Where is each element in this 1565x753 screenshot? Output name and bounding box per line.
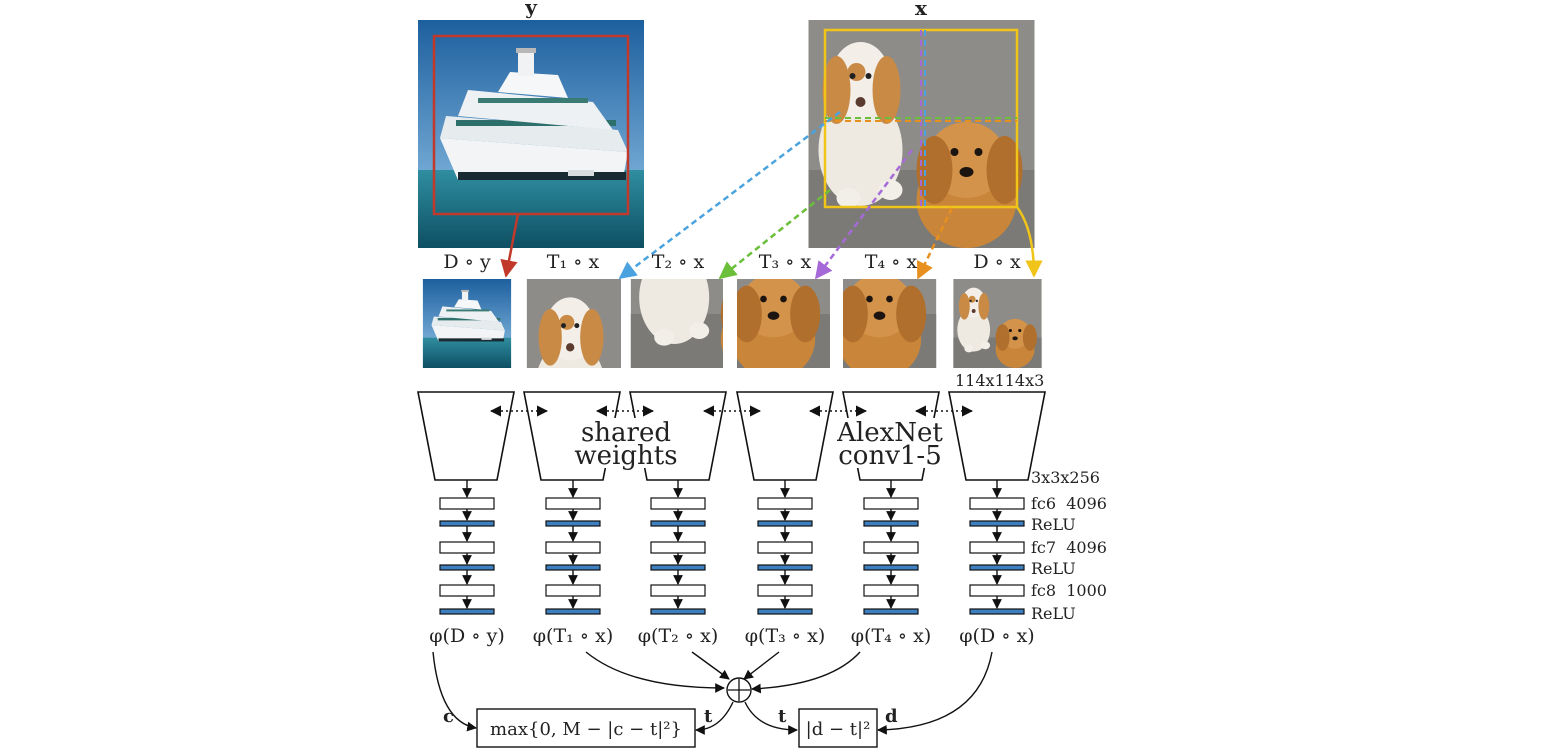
layer-label-relu-1: ReLU [1031, 515, 1076, 534]
layer-label-fc6: fc6 4096 [1031, 494, 1107, 513]
tile-d-x [953, 279, 1042, 368]
feature-label-t4-x: φ(T₄ ∘ x) [851, 625, 932, 647]
input-labels: D ∘ y T₁ ∘ x T₂ ∘ x T₃ ∘ x T₄ ∘ x D ∘ x [443, 251, 1021, 273]
feature-label-d-x: φ(D ∘ x) [959, 625, 1034, 647]
shared-weights-line2: weights [574, 441, 677, 471]
fc-layer-box [863, 497, 919, 510]
conv-blocks [417, 391, 1046, 481]
fc-layer-box [545, 541, 601, 554]
relu-layer-bar [757, 564, 813, 571]
t-label-left: t [704, 706, 713, 727]
loss-arrows [432, 651, 993, 735]
x-image-label: x [915, 0, 928, 20]
sum-node: + [0, 0, 752, 703]
relu-layer-bar [863, 564, 919, 571]
relu-layer-bar [757, 608, 813, 615]
fc-stack-3 [650, 480, 706, 615]
input-label-t4-x: T₄ ∘ x [865, 251, 918, 273]
fc-layer-box [545, 584, 601, 597]
relu-layer-bar [650, 520, 706, 527]
sum-symbol: + [0, 0, 1, 1]
input-size-label: 114x114x3 [955, 371, 1044, 390]
relu-layer-bar [863, 520, 919, 527]
counting-loss-box: |d − t|² [798, 708, 878, 748]
layer-label-relu-3: ReLU [1031, 604, 1076, 623]
relu-layer-bar [650, 608, 706, 615]
relu-layer-bar [545, 564, 601, 571]
feature-label-t3-x: φ(T₃ ∘ x) [745, 625, 826, 647]
input-label-t1-x: T₁ ∘ x [547, 251, 600, 273]
conv-block-4 [736, 391, 834, 481]
alexnet-line2: conv1-5 [838, 441, 942, 471]
layer-label-fc7: fc7 4096 [1031, 538, 1107, 557]
relu-layer-bar [439, 608, 495, 615]
input-label-d-x: D ∘ x [973, 251, 1021, 273]
y-image-label: y [524, 0, 538, 19]
relu-layer-bar [969, 608, 1025, 615]
feature-labels: φ(D ∘ y) φ(T₁ ∘ x) φ(T₂ ∘ x) φ(T₃ ∘ x) φ… [429, 625, 1034, 647]
input-label-d-y: D ∘ y [443, 251, 491, 273]
t-label-right: t [778, 706, 787, 727]
fc-layer-box [969, 497, 1025, 510]
fc-layer-box [439, 497, 495, 510]
fc-layer-box [757, 584, 813, 597]
fc-stacks [439, 480, 1025, 615]
fc-stack-4 [757, 480, 813, 615]
feature-label-t1-x: φ(T₁ ∘ x) [533, 625, 614, 647]
d-label: d [885, 706, 898, 727]
tile-arrows [500, 111, 1043, 280]
conv-block-1 [417, 391, 515, 481]
fc-layer-box [439, 541, 495, 554]
relu-layer-bar [439, 564, 495, 571]
fc-layer-box [757, 497, 813, 510]
alexnet-label-bg [834, 418, 944, 468]
tile-d-y [422, 279, 512, 368]
fc-stack-5 [863, 480, 919, 615]
fc-layer-box [650, 497, 706, 510]
alexnet-line1: AlexNet [836, 418, 943, 448]
relu-layer-bar [969, 520, 1025, 527]
fc-stack-6 [969, 480, 1025, 615]
counting-loss-formula: |d − t|² [806, 719, 871, 740]
layer-labels: fc6 4096 ReLU fc7 4096 ReLU fc8 1000 ReL… [1031, 494, 1107, 623]
input-label-t3-x: T₃ ∘ x [759, 251, 812, 273]
relu-layer-bar [545, 608, 601, 615]
conv-block-2 [523, 391, 621, 481]
relu-layer-bar [650, 564, 706, 571]
fc-layer-box [545, 497, 601, 510]
fc-layer-box [969, 541, 1025, 554]
fc-layer-box [863, 541, 919, 554]
contrastive-loss-formula: max{0, M − |c − t|²} [490, 719, 682, 740]
downsample-crop-box [432, 34, 630, 216]
layer-label-fc8: fc8 1000 [1031, 581, 1107, 600]
fc-layer-box [757, 541, 813, 554]
layer-label-relu-2: ReLU [1031, 559, 1076, 578]
fc-layer-box [969, 584, 1025, 597]
fc-layer-box [863, 584, 919, 597]
shared-weights-line1: shared [581, 418, 671, 448]
fc-layer-box [650, 541, 706, 554]
relu-layer-bar [439, 520, 495, 527]
conv-output-size: 3x3x256 [1031, 468, 1100, 487]
conv-block-6 [948, 391, 1046, 481]
relu-layer-bar [757, 520, 813, 527]
feature-label-t2-x: φ(T₂ ∘ x) [638, 625, 719, 647]
relu-layer-bar [969, 564, 1025, 571]
fc-layer-box [650, 584, 706, 597]
feature-label-d-y: φ(D ∘ y) [429, 625, 505, 647]
fc-stack-2 [545, 480, 601, 615]
relu-layer-bar [863, 608, 919, 615]
fc-stack-1 [439, 480, 495, 615]
relu-layer-bar [545, 520, 601, 527]
fc-layer-box [439, 584, 495, 597]
c-label: c [443, 706, 454, 727]
dogs-image-x [808, 20, 1035, 248]
contrastive-loss-box: max{0, M − |c − t|²} [476, 708, 696, 748]
input-label-t2-x: T₂ ∘ x [652, 251, 705, 273]
ship-image-y [418, 20, 644, 248]
shared-label-bg [578, 418, 674, 468]
